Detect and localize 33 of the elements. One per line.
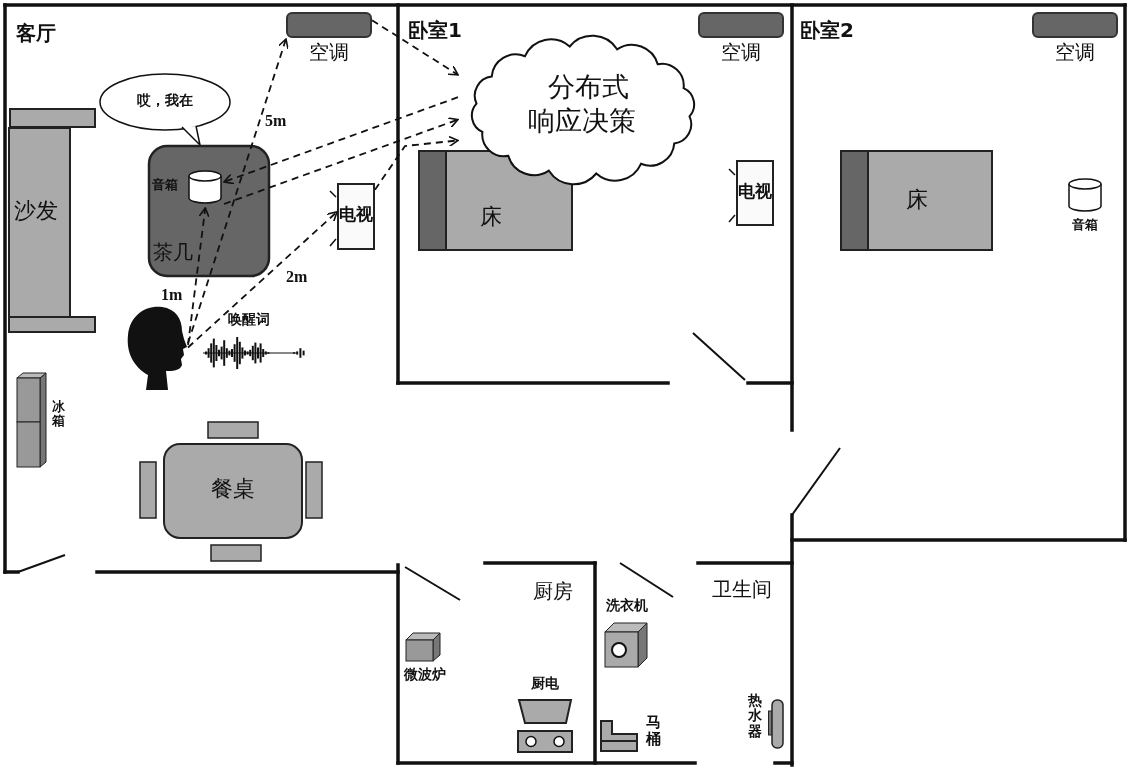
annotation-label: 唤醒词 (228, 311, 270, 329)
furniture-label: 餐桌 (210, 476, 256, 502)
appliance-label: 空调 (720, 41, 762, 64)
appliance-label: 空调 (1054, 41, 1096, 64)
dashed-arrow (187, 38, 289, 345)
dashed-arrow (371, 19, 459, 76)
room-label: 卧室1 (408, 17, 462, 44)
appliance-label: 厨电 (530, 675, 560, 692)
appliance-label: 音箱 (1071, 218, 1099, 233)
appliance-label: 热水器 (748, 693, 762, 740)
dashed-arrow (187, 210, 338, 349)
appliance-label: 马桶 (646, 714, 661, 747)
furniture-label: 沙发 (14, 198, 58, 224)
appliance-label: 电视 (338, 205, 374, 225)
dashed-arrow (223, 117, 459, 205)
appliance-label: 空调 (308, 41, 350, 64)
room-label: 卫生间 (712, 576, 772, 603)
room-label: 厨房 (533, 578, 573, 605)
appliance-label: 音箱 (152, 178, 178, 193)
cloud-text: 分布式响应决策 (527, 70, 637, 138)
dashed-arrow (223, 96, 459, 185)
furniture-label: 床 (906, 187, 928, 213)
dashed-arrow (374, 135, 459, 191)
furniture-label: 茶几 (153, 241, 193, 264)
appliance-label: 电视 (737, 182, 773, 202)
room-label: 客厅 (16, 20, 56, 47)
room-label: 卧室2 (800, 17, 854, 44)
appliance-label: 微波炉 (404, 666, 446, 683)
dashed-arrow (187, 207, 210, 346)
furniture-label: 床 (480, 204, 502, 230)
appliance-label: 洗衣机 (606, 597, 648, 614)
speech-text: 哎，我在 (136, 92, 194, 109)
appliance-label: 冰箱 (52, 400, 65, 429)
